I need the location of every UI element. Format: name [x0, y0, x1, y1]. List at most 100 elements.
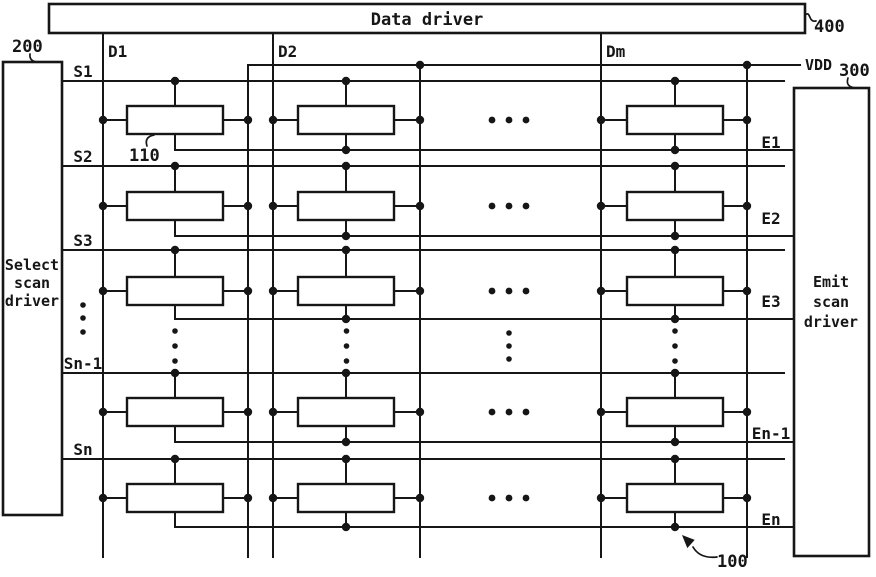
ellipsis-dot	[488, 202, 496, 210]
select-scan-driver-label-line2: scan	[14, 274, 50, 292]
junction-dot	[170, 161, 180, 171]
select-line-label: Sn-1	[64, 354, 103, 373]
junction-dot	[670, 76, 680, 86]
junction-dot	[243, 201, 253, 211]
junction-dot	[415, 115, 425, 125]
emit-line-label: En-1	[752, 424, 791, 443]
junction-dot	[742, 407, 752, 417]
junction-dot	[170, 245, 180, 255]
ellipsis-dot	[172, 358, 178, 364]
ref-400-label: 400	[814, 17, 845, 37]
ellipsis-dot	[522, 408, 530, 416]
junction-dot	[415, 201, 425, 211]
junction-dot	[341, 161, 351, 171]
junction-dot	[243, 115, 253, 125]
junction-dot	[742, 201, 752, 211]
junction-dot	[415, 407, 425, 417]
junction-dot	[341, 145, 351, 155]
ellipsis-dot	[522, 287, 530, 295]
data-driver-label: Data driver	[371, 10, 484, 30]
junction-dot	[268, 407, 278, 417]
junction-dot	[268, 286, 278, 296]
ref-400-leader	[804, 13, 817, 22]
pixel-cell	[125, 275, 225, 307]
junction-dot	[341, 437, 351, 447]
pixel-cell	[296, 396, 396, 428]
emit-scan-driver-label-line2: scan	[813, 293, 849, 311]
pixel-cell	[625, 104, 725, 136]
ref-100-arrow-tail	[692, 546, 718, 559]
pixel-cell	[625, 190, 725, 222]
junction-dot	[341, 368, 351, 378]
junction-dot	[98, 201, 108, 211]
junction-dot	[670, 454, 680, 464]
ellipsis-dot	[505, 287, 513, 295]
ellipsis-dot	[672, 343, 678, 349]
junction-dot	[243, 407, 253, 417]
select-line-label: S1	[73, 62, 92, 81]
pixel-cell	[125, 482, 225, 514]
ellipsis-dot	[506, 343, 512, 349]
junction-dot	[670, 231, 680, 241]
junction-dot	[98, 286, 108, 296]
junction-dot	[670, 368, 680, 378]
junction-dot	[596, 115, 606, 125]
junction-dot	[742, 115, 752, 125]
pixel-cell	[296, 104, 396, 136]
ellipsis-dot	[672, 328, 678, 334]
pixel-cell	[296, 190, 396, 222]
select-line-label: S2	[73, 147, 92, 166]
emit-line-label: E1	[761, 133, 780, 152]
select-scan-driver-label-line3: driver	[5, 292, 59, 310]
junction-dot	[341, 522, 351, 532]
ref-100-arrowhead	[682, 535, 695, 549]
junction-dot	[341, 454, 351, 464]
junction-dot	[670, 245, 680, 255]
ref-300-label: 300	[839, 61, 870, 81]
ellipsis-dot	[343, 328, 350, 334]
data-line-label: D1	[108, 42, 127, 61]
ellipsis-dot	[505, 116, 513, 124]
pixel-cell	[125, 190, 225, 222]
data-line-label: D2	[278, 42, 297, 61]
junction-dot	[742, 493, 752, 503]
junction-dot	[341, 76, 351, 86]
pixel-cell	[625, 275, 725, 307]
select-line-label: S3	[73, 231, 92, 250]
junction-dot	[742, 60, 752, 70]
junction-dot	[98, 407, 108, 417]
ellipsis-dot	[172, 328, 178, 334]
junction-dot	[268, 201, 278, 211]
ellipsis-dot	[505, 202, 513, 210]
select-scan-driver-label-line1: Select	[5, 256, 59, 274]
select-scan-driver-box	[1, 60, 64, 517]
ellipsis-dot	[488, 494, 496, 502]
junction-dot	[596, 407, 606, 417]
junction-dot	[670, 161, 680, 171]
ref-200-leader	[29, 53, 40, 63]
junction-dot	[596, 286, 606, 296]
junction-dot	[415, 60, 425, 70]
pixel-cell	[625, 396, 725, 428]
vdd-label: VDD	[805, 56, 832, 74]
ellipsis-dot	[522, 116, 530, 124]
junction-dot	[341, 245, 351, 255]
ellipsis-dot	[505, 408, 513, 416]
ellipsis-dot	[488, 116, 496, 124]
junction-dot	[170, 368, 180, 378]
emit-scan-driver-label-line1: Emit	[813, 273, 849, 291]
emit-scan-driver-label-line3: driver	[804, 313, 858, 331]
ref-300-leader	[846, 77, 857, 89]
junction-dot	[670, 437, 680, 447]
junction-dot	[670, 314, 680, 324]
ref-110-leader	[145, 134, 155, 147]
data-line-label: Dm	[606, 42, 626, 61]
junction-dot	[341, 231, 351, 241]
select-line-label: Sn	[73, 440, 92, 459]
junction-dot	[98, 115, 108, 125]
emit-line-label: En	[761, 510, 780, 529]
junction-dot	[415, 493, 425, 503]
ellipsis-dot	[80, 302, 86, 308]
